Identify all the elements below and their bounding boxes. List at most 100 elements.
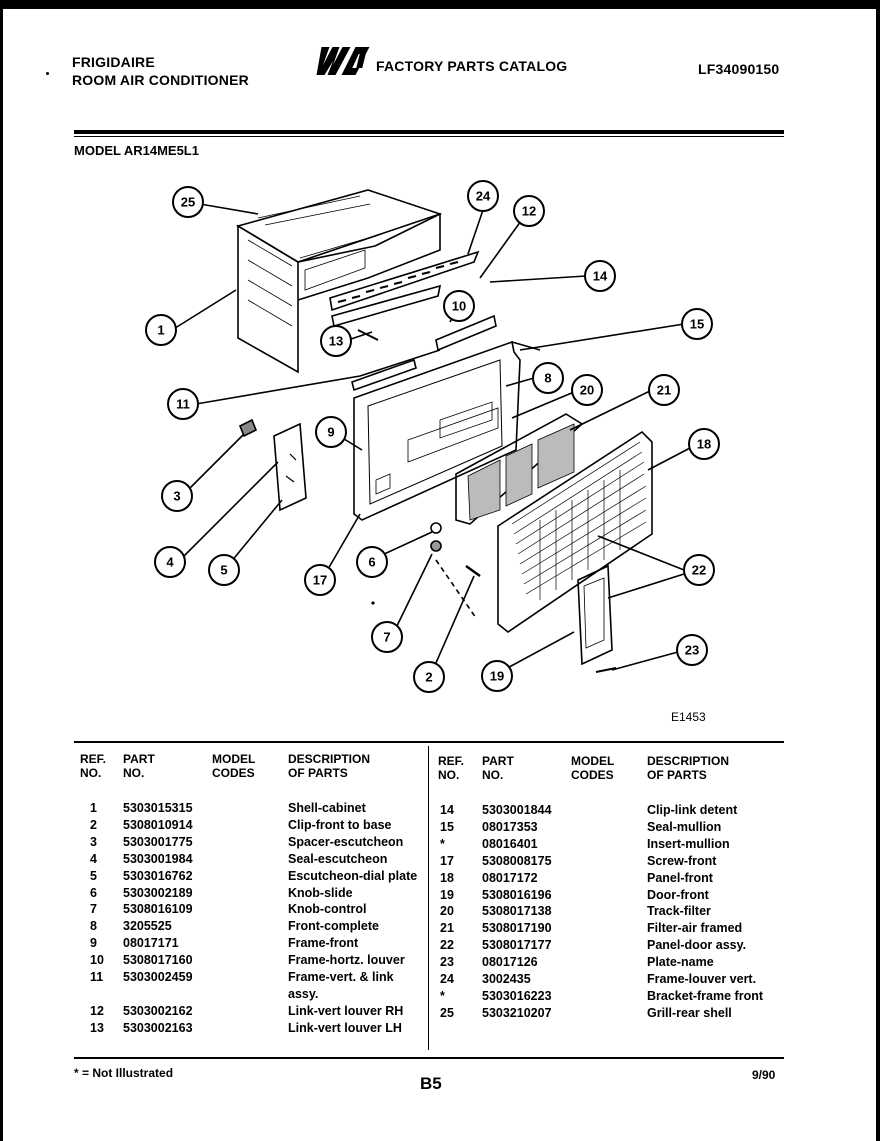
parts-row-part-number: 5303002162 [123, 1003, 193, 1018]
parts-row-part-number: 08017171 [123, 936, 179, 951]
parts-row-part-number: 5303002163 [123, 1020, 193, 1035]
callout-20: 20 [580, 383, 594, 398]
parts-row-ref: * [440, 988, 445, 1003]
parts-row-part-number: 5303002459 [123, 970, 193, 984]
parts-row-description: Panel-front [647, 870, 713, 885]
callout-15: 15 [690, 317, 704, 332]
callout-5: 5 [220, 563, 227, 578]
parts-row-ref: 11 [90, 970, 104, 984]
brand-name: FRIGIDAIRE [72, 54, 155, 70]
parts-row-ref: 12 [90, 1003, 104, 1018]
catalog-title: FACTORY PARTS CATALOG [376, 58, 568, 74]
parts-row-description: Track-filter [647, 904, 711, 919]
parts-row-ref: 5 [90, 868, 97, 883]
parts-row-description: Filter-air framed [647, 921, 743, 936]
parts-row-ref: 2 [90, 817, 97, 832]
callout-18: 18 [697, 437, 711, 452]
parts-row-description: Link-vert louver LH [288, 1020, 402, 1035]
callout-24: 24 [476, 189, 491, 204]
page-border-left [0, 0, 3, 1141]
parts-row-part-number: 5308010914 [123, 817, 193, 832]
parts-row-description: Panel-door assy. [647, 938, 747, 953]
parts-row-description: Knob-slide [288, 885, 353, 900]
parts-row-part-number: 3205525 [123, 919, 172, 934]
parts-row-part-number: 5308016196 [482, 887, 552, 902]
page-number: B5 [420, 1074, 442, 1093]
parts-row-part-number: 5303016762 [123, 868, 193, 883]
parts-row-part-number: 5308008175 [482, 853, 552, 868]
parts-row-description: Grill-rear shell [647, 1005, 732, 1020]
callout-19: 19 [490, 669, 504, 684]
parts-row-description: Insert-mullion [647, 836, 730, 851]
parts-row-description: Knob-control [288, 902, 367, 917]
product-type: ROOM AIR CONDITIONER [72, 72, 249, 88]
parts-row-ref: 18 [440, 870, 454, 885]
callout-23: 23 [685, 643, 699, 658]
speck-mark [46, 72, 49, 75]
parts-row-description: Door-front [647, 887, 709, 902]
header-rule-thin [74, 136, 784, 137]
parts-row-part-number: 08017172 [482, 870, 538, 885]
callout-2: 2 [425, 670, 432, 685]
parts-row-ref: 19 [440, 887, 454, 902]
parts-row-part-number: 5308016109 [123, 902, 193, 917]
model-number: MODEL AR14ME5L1 [74, 143, 199, 158]
callout-25: 25 [181, 195, 195, 210]
parts-row-description: Plate-name [647, 955, 714, 970]
parts-row-part-number: 5303001984 [123, 851, 193, 866]
callout-10: 10 [452, 299, 466, 314]
parts-row-ref: 7 [90, 902, 97, 917]
parts-row-description: Screw-front [647, 853, 717, 868]
callout-1: 1 [157, 323, 164, 338]
parts-row-ref: 20 [440, 904, 454, 919]
parts-row-description: Shell-cabinet [288, 801, 366, 815]
parts-row-description: Clip-link detent [647, 803, 738, 817]
parts-row-part-number: 5303002189 [123, 885, 193, 900]
parts-row-ref: 23 [440, 955, 454, 970]
parts-row-ref: 14 [440, 803, 454, 817]
parts-row-description: Link-vert louver RH [288, 1003, 404, 1018]
parts-row-description: Seal-escutcheon [288, 851, 388, 866]
parts-row-description: Clip-front to base [288, 817, 392, 832]
table-bottom-rule [74, 1057, 784, 1059]
callout-14: 14 [593, 269, 608, 284]
parts-row-ref: 10 [90, 953, 104, 968]
parts-row-ref: 9 [90, 936, 97, 951]
parts-row-description: Frame-louver vert. [647, 972, 757, 986]
callout-9: 9 [327, 425, 334, 440]
parts-row-ref: * [440, 836, 445, 851]
page-border-right [876, 0, 880, 1141]
catalog-number: LF34090150 [698, 61, 780, 77]
parts-row-part-number: 5303001844 [482, 803, 552, 817]
table-top-rule [74, 741, 784, 743]
parts-row-part-number: 5303015315 [123, 801, 193, 815]
parts-row-ref: 17 [440, 853, 454, 868]
parts-row-description: Frame-front [288, 936, 359, 951]
figure-id: E1453 [671, 710, 706, 724]
parts-row-description: Seal-mullion [647, 819, 722, 834]
callout-22: 22 [692, 563, 706, 578]
parts-row-description: assy. [288, 986, 319, 1001]
parts-row-ref: 22 [440, 938, 454, 953]
header-ref: REF.NO. [80, 752, 107, 780]
parts-row-part-number: 5308017190 [482, 921, 552, 936]
callout-6: 6 [368, 555, 375, 570]
parts-row-part-number: 5308017160 [123, 953, 193, 968]
parts-row-ref: 4 [90, 851, 97, 866]
parts-row-description: Escutcheon-dial plate [288, 868, 418, 883]
revision-date: 9/90 [752, 1068, 776, 1082]
parts-row-ref: 1 [90, 801, 97, 815]
callout-3: 3 [173, 489, 180, 504]
parts-row-ref: 13 [90, 1020, 104, 1035]
parts-row-part-number: 5303016223 [482, 988, 552, 1003]
parts-row-description: Spacer-escutcheon [288, 834, 404, 849]
parts-row-ref: 21 [440, 921, 454, 936]
header-ref-right: REF.NO. [438, 754, 465, 782]
parts-row-ref: 15 [440, 819, 454, 834]
